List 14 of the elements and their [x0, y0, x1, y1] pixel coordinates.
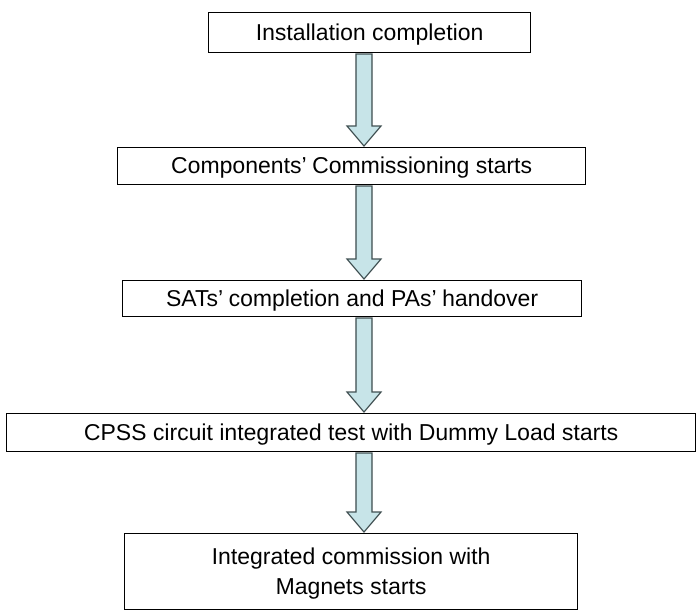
process-box — [6, 413, 696, 452]
box-label: Installation completion — [256, 18, 484, 47]
block-arrow — [346, 452, 382, 533]
box-label: SATs’ completion and PAs’ handover — [166, 284, 538, 313]
block-arrow — [346, 185, 382, 280]
block-arrow — [346, 53, 382, 147]
box-label: Integrated commission with Magnets starts — [210, 542, 492, 601]
process-box — [117, 147, 586, 185]
box-label: CPSS circuit integrated test with Dummy Load starts — [84, 418, 618, 447]
process-box — [122, 280, 582, 317]
process-box — [124, 533, 578, 610]
block-arrow — [346, 317, 382, 413]
process-box — [208, 12, 531, 53]
box-label: Components’ Commissioning starts — [171, 151, 532, 180]
